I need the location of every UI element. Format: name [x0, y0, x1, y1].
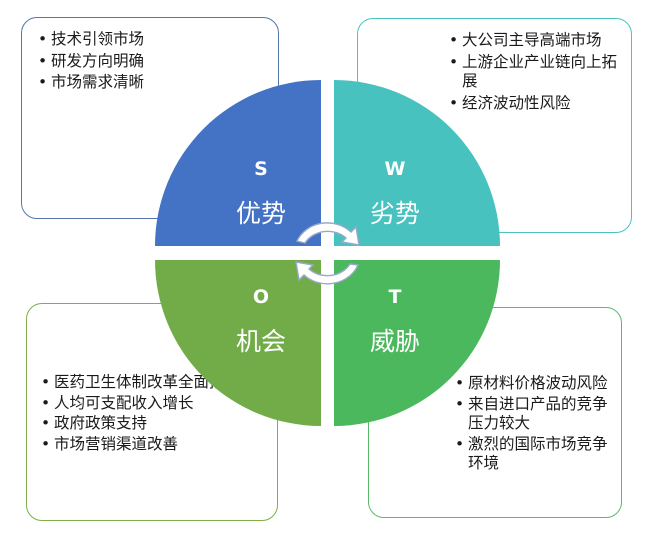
list-item: •技术引领市场	[38, 30, 145, 48]
list-item: •研发方向明确	[38, 51, 145, 70]
opportunities-label: O 机会	[221, 286, 301, 357]
list-item: •来自进口产品的竞争压力较大	[455, 394, 608, 433]
weaknesses-quadrant	[334, 80, 500, 246]
list-item: •医药卫生体制改革全面推进	[41, 373, 241, 391]
strengths-title: 优势	[235, 199, 286, 228]
threats-quadrant	[334, 260, 500, 426]
threats-title: 威胁	[369, 327, 420, 356]
opportunities-list: •医药卫生体制改革全面推进 •人均可支配收入增长 •政府政策支持 •市场营销渠道…	[41, 373, 269, 454]
list-item: •市场营销渠道改善	[41, 434, 179, 453]
bullet-icon: •	[455, 374, 465, 392]
upper-arrow-icon	[296, 222, 360, 246]
list-item: •政府政策支持	[41, 414, 148, 432]
weaknesses-letter: W	[384, 158, 406, 180]
bullet-icon: •	[449, 93, 459, 112]
list-item: •人均可支配收入增长	[41, 393, 194, 412]
threats-list: •原材料价格波动风险 •来自进口产品的竞争压力较大 •激烈的国际市场竞争环境	[455, 374, 611, 474]
list-item: •经济波动性风险	[449, 93, 571, 112]
cycle-arrows-icon	[295, 222, 360, 285]
list-item: •上游企业产业链向上拓展	[449, 52, 618, 91]
threats-label: T 威胁	[355, 286, 435, 357]
bullet-icon: •	[449, 31, 459, 49]
strengths-letter: S	[254, 158, 268, 180]
bullet-icon: •	[38, 51, 48, 70]
bullet-icon: •	[38, 73, 48, 91]
bullet-icon: •	[455, 394, 465, 413]
weaknesses-label: W 劣势	[355, 158, 435, 229]
strengths-label: S 优势	[221, 158, 301, 229]
weaknesses-title: 劣势	[369, 199, 420, 228]
strengths-list: •技术引领市场 •研发方向明确 •市场需求清晰	[38, 30, 268, 93]
bullet-icon: •	[41, 373, 51, 391]
bullet-icon: •	[41, 414, 51, 432]
weaknesses-list: •大公司主导高端市场 •上游企业产业链向上拓展 •经济波动性风险	[449, 31, 621, 113]
lower-arrow-icon	[295, 261, 360, 285]
bullet-icon: •	[455, 434, 465, 453]
opportunities-letter: O	[252, 286, 270, 308]
list-item: •市场需求清晰	[38, 73, 145, 91]
opportunities-quadrant	[155, 260, 321, 426]
threats-letter: T	[388, 286, 402, 308]
opportunities-title: 机会	[235, 327, 286, 356]
list-item: •原材料价格波动风险	[455, 374, 608, 392]
list-item: •激烈的国际市场竞争环境	[455, 434, 608, 473]
bullet-icon: •	[41, 434, 51, 453]
bullet-icon: •	[38, 30, 48, 48]
strengths-quadrant	[155, 80, 321, 246]
bullet-icon: •	[41, 393, 51, 412]
bullet-icon: •	[449, 52, 459, 71]
list-item: •大公司主导高端市场	[449, 31, 602, 49]
